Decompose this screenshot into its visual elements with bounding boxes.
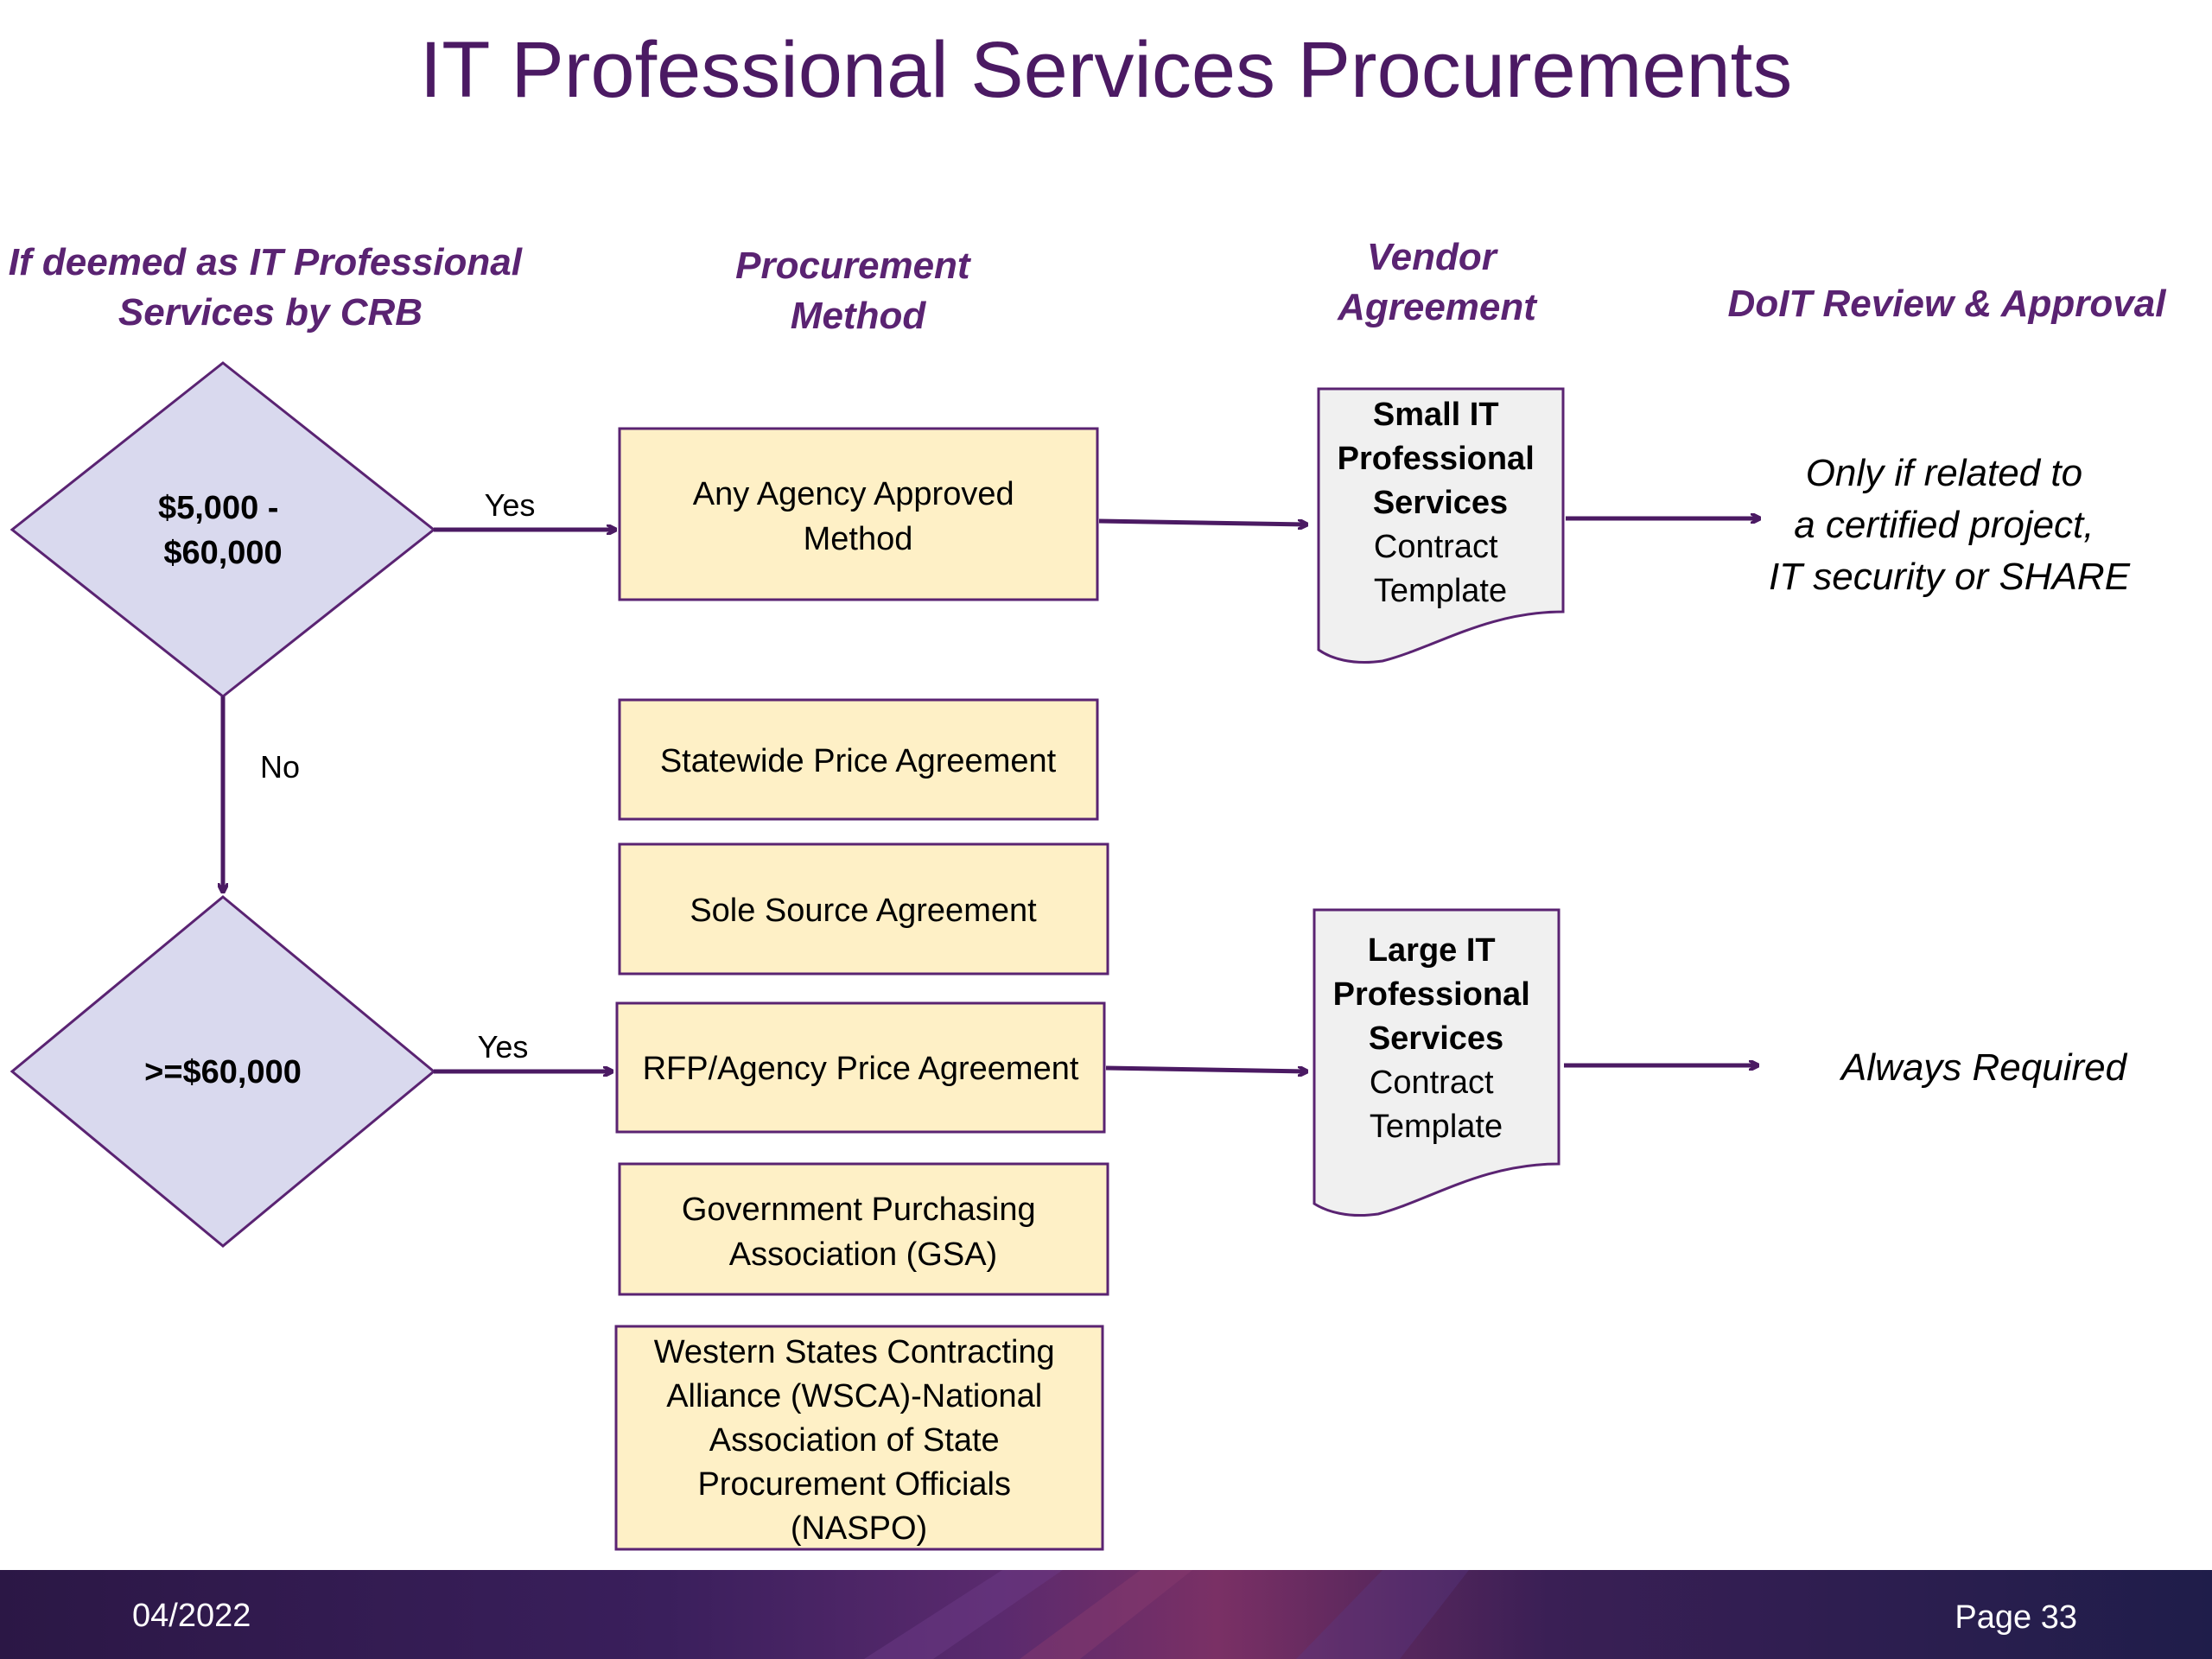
svg-text:Statewide Price Agreement: Statewide Price Agreement — [660, 743, 1057, 779]
header-doit-review: DoIT Review & Approval — [1728, 283, 2167, 325]
svg-text:Government Purchasing: Government Purchasing Association (GSA) — [682, 1192, 1045, 1273]
method-sole-source-agreement: Sole Source Agreement — [618, 842, 1109, 976]
svg-text:Western States Contracting: Western States Contracting Alliance (WSC… — [654, 1334, 1065, 1547]
footer-date: 04/2022 — [132, 1598, 251, 1634]
footer-bar — [0, 1570, 2212, 1659]
page-title: IT Professional Services Procurements — [420, 26, 1792, 114]
svg-text:Any Agency Approved Me: Any Agency Approved Method — [693, 476, 1023, 557]
label-yes-top: Yes — [485, 487, 536, 523]
label-no: No — [260, 749, 300, 785]
method-wsca-naspo: Western States Contracting Alliance (WSC… — [614, 1325, 1104, 1551]
review-large: Always Required — [1839, 1046, 2128, 1089]
arrow-small-to-vendor — [1098, 518, 1306, 524]
review-small: Only if related to a certified project, … — [1769, 452, 2131, 598]
svg-text:Small IT Professional: Small IT Professional Services — [1338, 397, 1544, 521]
svg-text:Contract Template: Contract Template — [1374, 529, 1507, 609]
method-gsa: Government Purchasing Association (GSA) — [618, 1162, 1109, 1296]
svg-text:>=$60,000: >=$60,000 — [144, 1054, 302, 1090]
header-procurement-method: Procurement Method — [735, 245, 981, 337]
svg-text:Contract Template: Contract Template — [1370, 1065, 1503, 1145]
header-vendor-agreement: Vendor Agreement — [1337, 236, 1538, 328]
header-crb: If deemed as IT Professional Services by… — [9, 241, 532, 334]
svg-text:Sole Source Agreement: Sole Source Agreement — [690, 893, 1037, 929]
label-yes-bottom: Yes — [478, 1029, 529, 1065]
method-statewide-price-agreement: Statewide Price Agreement — [618, 698, 1099, 821]
doc-small-it-contract-template: Small IT Professional Services Contract … — [1317, 387, 1565, 664]
svg-text:RFP/Agency Price Agreement: RFP/Agency Price Agreement — [643, 1051, 1079, 1087]
doc-large-it-contract-template: Large IT Professional Services Contract … — [1313, 908, 1560, 1217]
decision-small-range: $5,000 - $60,000 — [10, 361, 436, 698]
decision-large-range: >=$60,000 — [10, 895, 436, 1248]
footer-page-number: Page 33 — [1955, 1599, 2077, 1636]
svg-text:Large IT Professional: Large IT Professional Services — [1333, 932, 1540, 1057]
svg-text:$5,000 - $60,000: $5,000 - $60,000 — [158, 490, 288, 571]
arrow-large-to-vendor — [1105, 1065, 1306, 1071]
method-any-agency-approved: Any Agency Approved Method — [618, 427, 1099, 601]
method-rfp-agency-price-agreement: RFP/Agency Price Agreement — [615, 1001, 1106, 1134]
